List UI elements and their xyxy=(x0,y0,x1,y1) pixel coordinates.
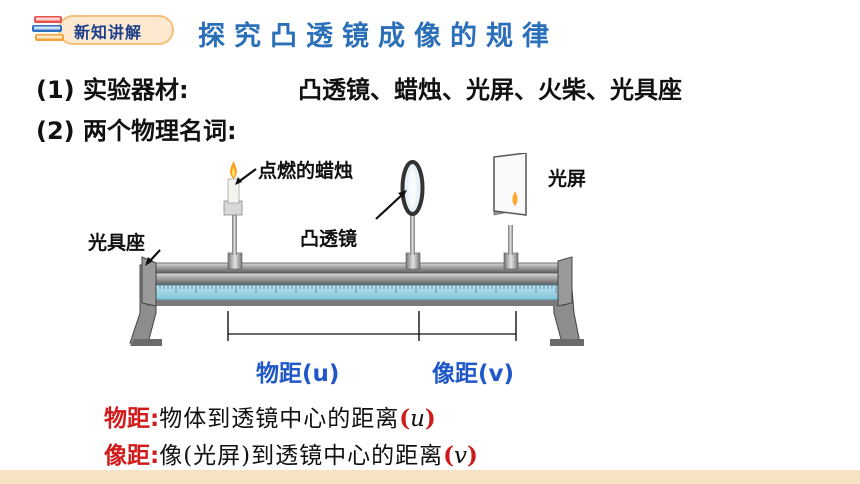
header: 新知讲解 探究凸透镜成像的规律 xyxy=(0,0,860,62)
optical-bench-diagram xyxy=(122,152,591,356)
object-distance-text: 物体到透镜中心的距离 xyxy=(159,406,400,432)
badge-label: 新知讲解 xyxy=(74,23,143,42)
object-distance-definition: 物距:物体到透镜中心的距离(u) xyxy=(104,399,436,433)
terms-heading: (2) 两个物理名词: xyxy=(36,117,237,145)
object-paren-open: ( xyxy=(399,405,411,432)
image-distance-label: 像距(v) xyxy=(432,361,515,387)
screen-label: 光屏 xyxy=(548,168,587,190)
image-distance-symbol: v xyxy=(454,443,468,469)
materials-heading: (1) 实验器材: xyxy=(36,76,189,104)
object-paren-close: ) xyxy=(424,405,436,432)
badge-pill xyxy=(58,15,174,45)
section-badge: 新知讲解 xyxy=(30,10,180,50)
image-distance-definition: 像距:像(光屏)到透镜中心的距离(v) xyxy=(104,436,478,470)
image-paren-close: ) xyxy=(467,442,478,469)
image-paren-open: ( xyxy=(443,442,455,469)
materials-list: 凸透镜、蜡烛、光屏、火柴、光具座 xyxy=(298,76,682,104)
page-title: 探究凸透镜成像的规律 xyxy=(198,21,558,52)
books-icon xyxy=(32,16,64,41)
optical-bench-illustration xyxy=(129,152,584,346)
lens-label: 凸透镜 xyxy=(300,228,358,250)
image-distance-term: 像距: xyxy=(104,443,160,469)
object-distance-label: 物距(u) xyxy=(256,361,340,387)
bench-label: 光具座 xyxy=(88,232,146,254)
image-distance-text: 像(光屏)到透镜中心的距离 xyxy=(159,443,444,469)
footer-band xyxy=(0,470,860,484)
candle-label: 点燃的蜡烛 xyxy=(258,160,354,182)
object-distance-symbol: u xyxy=(410,406,425,432)
object-distance-term: 物距: xyxy=(104,406,160,432)
